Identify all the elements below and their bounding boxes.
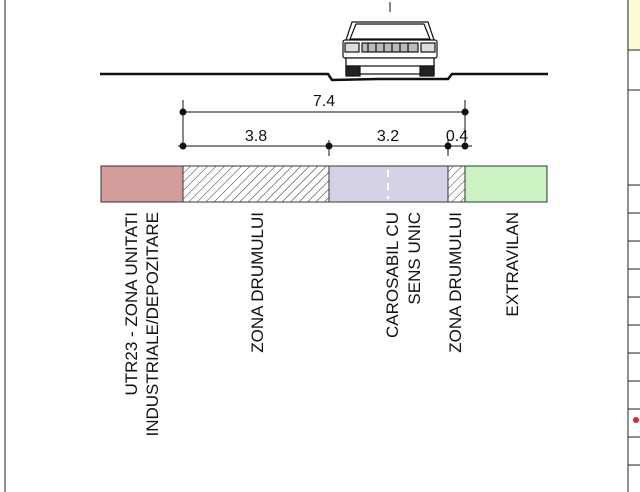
- dimension-partials: [178, 140, 472, 156]
- accent-dot: [633, 417, 639, 423]
- zone-extravilan-label: EXTRAVILAN: [503, 212, 522, 317]
- dimension-zone-left-label: 3.8: [245, 128, 267, 145]
- car-front-icon: [342, 21, 438, 77]
- highlight-strip: [628, 0, 640, 50]
- zone-extravilan: [464, 165, 548, 203]
- zone-industrial: [100, 165, 184, 203]
- dimension-total: [179, 100, 469, 146]
- zone-road-left-label: ZONA DRUMULUI: [248, 212, 267, 353]
- dimension-carriageway-label: 3.2: [377, 128, 399, 145]
- zone-carriageway-label-2: SENS UNIC: [405, 212, 424, 305]
- dimension-total-label: 7.4: [313, 93, 335, 110]
- dimension-zone-right-label: 0.4: [446, 128, 468, 145]
- zone-carriageway-label-1: CAROSABIL CU: [383, 212, 402, 338]
- zone-road-right-label: ZONA DRUMULUI: [446, 212, 465, 353]
- zone-road-right: [447, 165, 466, 203]
- zone-road-left: [182, 165, 330, 203]
- table-rows: [628, 89, 640, 466]
- zone-industrial-label-1: UTR23 - ZONA UNITATI: [122, 212, 141, 396]
- zone-industrial-label-2: INDUSTRIALE/DEPOZITARE: [143, 212, 162, 437]
- ground-profile-line: [100, 72, 548, 82]
